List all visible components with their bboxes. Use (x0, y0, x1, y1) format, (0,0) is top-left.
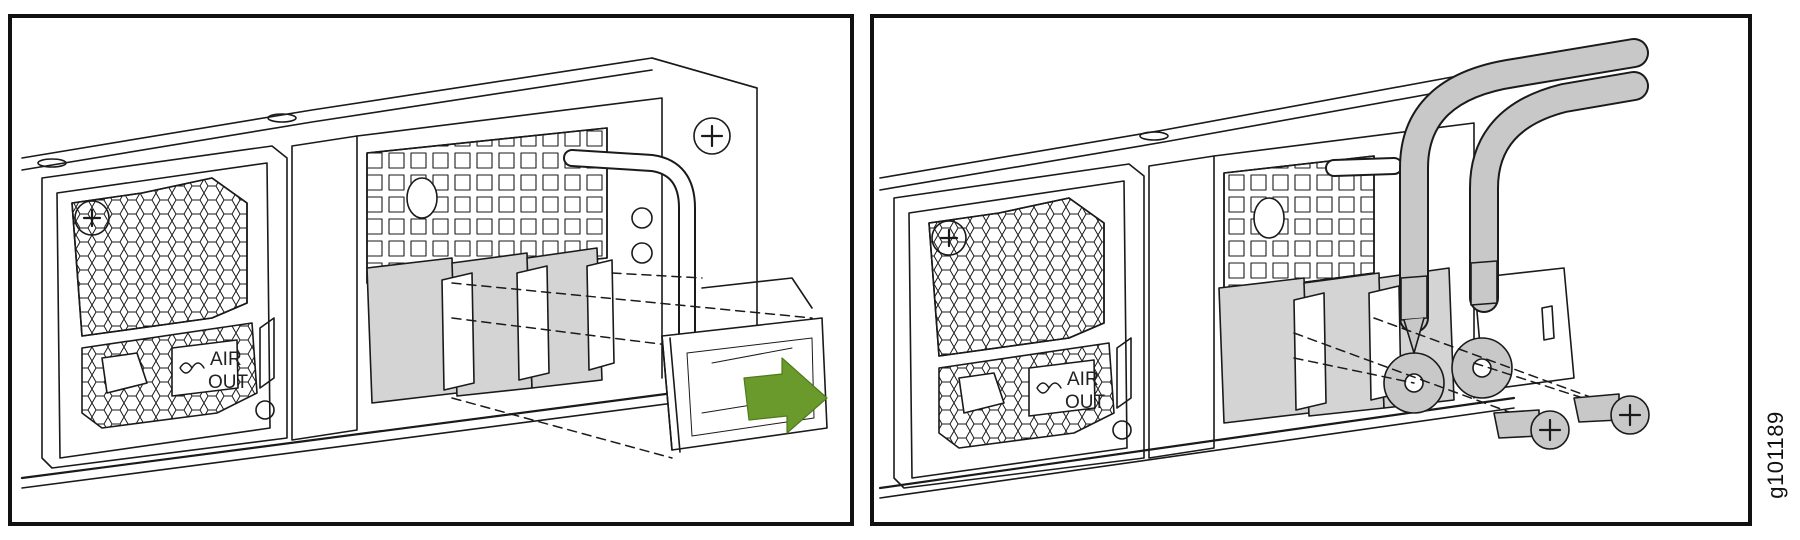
vent-slot (267, 113, 297, 123)
chassis-drawing-right: AIR OUT (878, 38, 1650, 499)
ground-bracket-slot (1541, 305, 1555, 341)
ground-screw-2 (1573, 393, 1650, 435)
out-label: OUT (208, 372, 249, 393)
chassis-drawing-left: AIR OUT (20, 57, 828, 489)
fan-module: AIR OUT (41, 145, 288, 469)
ground-screw-1 (1493, 409, 1570, 450)
power-terminals (366, 247, 615, 404)
chassis-top-edge-inner (21, 69, 653, 171)
remove-direction-arrow (743, 357, 828, 434)
chassis-bottom-edge (20, 386, 714, 480)
status-led (631, 242, 653, 264)
psu-handle (565, 151, 694, 365)
chassis-right-edge (651, 57, 758, 359)
vent-slot (1139, 131, 1169, 141)
ground-lug-1 (1383, 275, 1445, 414)
panel-attach-ground-cable: AIR OUT (870, 14, 1752, 526)
ground-lug-2 (1451, 260, 1513, 399)
chassis-top-edge-inner (879, 85, 1475, 191)
psu-handle (1327, 159, 1401, 175)
air-label: AIR (1067, 369, 1099, 390)
status-led (631, 207, 653, 229)
figure-id: g101189 (1752, 380, 1800, 530)
fan-module: AIR OUT (893, 163, 1145, 489)
ground-cable-1 (1401, 40, 1647, 331)
psu-frame-left (291, 135, 358, 441)
chassis-bottom-edge-inner (21, 397, 713, 489)
air-label: AIR (210, 349, 242, 370)
figure-id-label: g101189 (1763, 411, 1788, 499)
vent-slot (37, 158, 67, 168)
chassis-top-edge (21, 57, 758, 159)
out-label: OUT (1065, 392, 1106, 413)
psu-frame (356, 97, 663, 379)
chassis-top-edge (879, 72, 1475, 179)
panel-remove-cover: AIR OUT (8, 14, 854, 526)
ground-cable-2 (1471, 73, 1647, 311)
psu-frame-left (1148, 155, 1215, 459)
chassis-bottom-edge-inner (879, 407, 1515, 499)
mounting-screw (693, 117, 731, 155)
psu-grid-vent (1223, 155, 1375, 294)
psu-grid-vent (366, 127, 608, 284)
guide-lines (451, 272, 813, 459)
